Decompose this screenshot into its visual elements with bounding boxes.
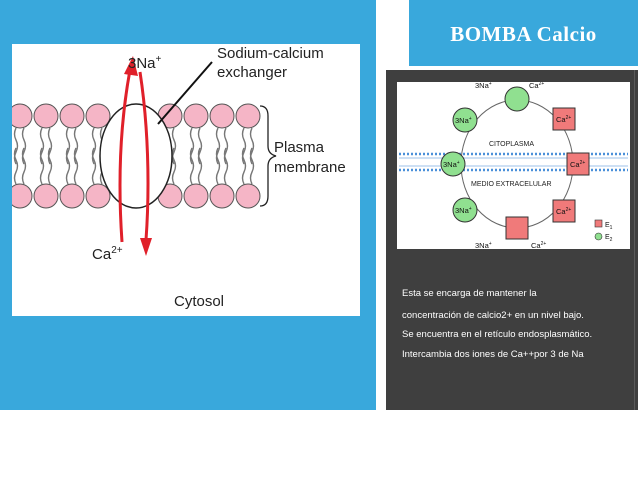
node-na-3-label: 3Na+ [455,206,472,215]
calcium-ion-label: Ca2+ [92,245,123,263]
slide-title: BOMBA Calcio [450,22,597,46]
node-na-1-label: 3Na+ [455,116,472,125]
legend-e1-swatch [594,219,603,228]
sodium-ion-label: 3Na+ [128,54,162,72]
title-bar [409,0,638,66]
description-line-1: Esta se encarga de mantener la [402,288,537,299]
sodium-arrow-head [124,56,138,76]
membrane-label-line1: Plasma [274,139,325,156]
exchanger-label-line2: exchanger [217,64,287,81]
bottom-left-ion: 3Na+ [475,241,492,249]
description-line-2: concentración de calcio2+ en un nivel ba… [402,310,584,321]
exchanger-svg: 3Na+ Sodium-calcium exchanger Plasma mem… [7,45,346,310]
node-na-2-label: 3Na+ [443,160,460,169]
extracelular-label: MEDIO EXTRACELULAR [471,181,552,188]
panel-divider [634,70,635,410]
exchanger-label-line1: Sodium-calcium [217,45,324,62]
exchanger-protein [99,103,173,209]
legend-e1-label: E1 [605,222,613,231]
bottom-right-ion: Ca2+ [531,241,546,249]
node-ca-1-label: Ca2+ [556,115,571,124]
legend-e2-label: E2 [605,234,613,243]
calcium-arrow [138,71,150,241]
membrane-label-line2: membrane [274,159,346,176]
node-ca-3 [552,199,576,223]
node-ca-1 [552,107,576,131]
node-na-1 [452,107,478,133]
node-ca-2 [566,152,590,176]
exchanger-pointer [157,61,213,125]
cycle-figure: 3Na+ 3Na+ 3Na+ Ca2+ Ca2+ Ca2+ 3Na+ Ca2+ … [397,81,630,250]
node-top-green [504,86,530,112]
node-ca-3-label: Ca2+ [556,207,571,216]
node-ca-2-label: Ca2+ [570,160,585,169]
sodium-arrow [118,69,132,243]
cycle-svg: 3Na+ 3Na+ 3Na+ Ca2+ Ca2+ Ca2+ 3Na+ Ca2+ … [399,81,628,250]
node-bottom-red [505,216,529,240]
membrane-brace [259,105,277,207]
description-line-4: Intercambia dos iones de Ca++por 3 de Na [402,349,584,360]
top-left-ion: 3Na+ [475,82,492,90]
description-line-3: Se encuentra en el retículo endosplasmát… [402,329,593,340]
legend-e2-swatch [594,232,603,241]
calcium-arrow-head [140,238,152,256]
cytosol-label: Cytosol [174,293,224,310]
exchanger-figure: 3Na+ Sodium-calcium exchanger Plasma mem… [7,44,360,316]
top-right-ion: Ca2+ [529,82,544,90]
node-na-3 [452,197,478,223]
membrane-band [399,152,628,172]
citoplasma-label: CITOPLASMA [489,141,534,148]
node-na-2 [440,151,466,177]
